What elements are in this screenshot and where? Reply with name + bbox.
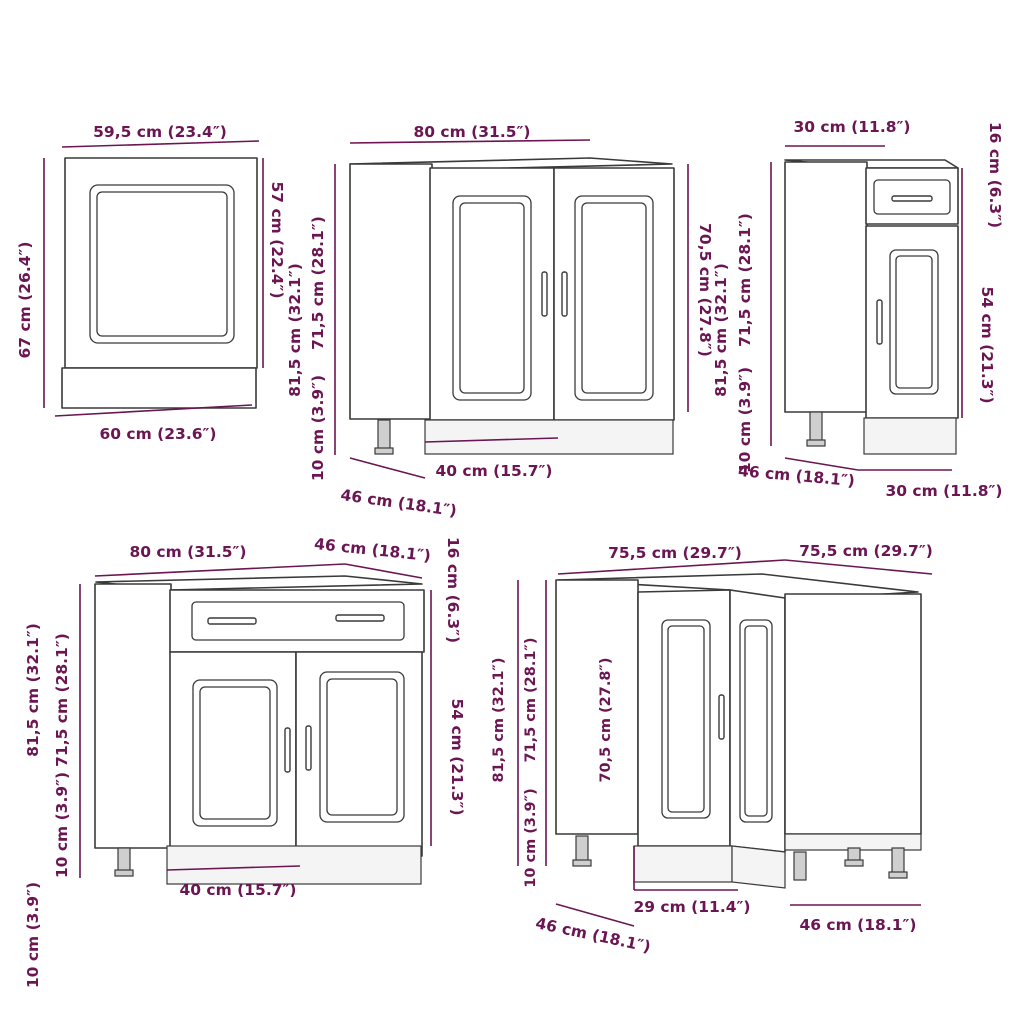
sink-cabinet: 80 cm (31.5″) 81,5 cm (32.1″) 71,5 cm (2…	[286, 123, 714, 520]
narrow-height-body-label: 71,5 cm (28.1″)	[736, 213, 754, 347]
oven-width-bottom-label: 60 cm (23.6″)	[99, 425, 216, 443]
drawer-base-height-drawer-label: 16 cm (6.3″)	[444, 537, 462, 643]
sink-cabinet-drawing	[349, 157, 675, 455]
corner-depth-right-label: 46 cm (18.1″)	[799, 916, 916, 934]
oven-dimension-lines	[43, 140, 264, 417]
oven-cabinet-drawing	[61, 157, 258, 409]
narrow-height-legs-label: 10 cm (3.9″)	[736, 367, 754, 473]
corner-height-body-label: 71,5 cm (28.1″)	[523, 637, 539, 762]
corner-cabinet: 75,5 cm (29.7″) 75,5 cm (29.7″) 81,5 cm …	[491, 542, 933, 956]
sink-width-label: 80 cm (31.5″)	[413, 123, 530, 141]
drawer-base-drawing	[94, 575, 425, 885]
drawer-base-door-width-label: 40 cm (15.7″)	[179, 881, 296, 899]
drawer-base-height-legs-label: 10 cm (3.9″)	[53, 772, 71, 878]
narrow-cabinet-drawing	[784, 159, 959, 455]
narrow-width-top-label: 30 cm (11.8″)	[793, 118, 910, 136]
corner-depth-left-label: 46 cm (18.1″)	[534, 914, 652, 956]
corner-height-legs-label: 10 cm (3.9″)	[523, 788, 539, 887]
drawer-base-depth-label: 46 cm (18.1″)	[313, 535, 431, 565]
corner-dimension-lines	[517, 559, 933, 927]
sink-depth-label: 46 cm (18.1″)	[339, 486, 457, 520]
oven-width-top-label: 59,5 cm (23.4″)	[93, 123, 227, 141]
sink-height-body-label: 71,5 cm (28.1″)	[309, 216, 327, 350]
corner-height-total-label: 81,5 cm (32.1″)	[491, 657, 507, 782]
drawer-base-height-door-label: 54 cm (21.3″)	[448, 698, 466, 815]
narrow-width-bottom-label: 30 cm (11.8″)	[885, 482, 1002, 500]
drawer-base-cabinet: 80 cm (31.5″) 46 cm (18.1″) 81,5 cm (32.…	[24, 535, 466, 988]
narrow-height-drawer-label: 16 cm (6.3″)	[986, 122, 1004, 228]
oven-height-total-label: 67 cm (26.4″)	[16, 241, 34, 358]
corner-width-right-label: 75,5 cm (29.7″)	[799, 542, 933, 560]
narrow-height-door-label: 54 cm (21.3″)	[978, 286, 996, 403]
sink-door-width-label: 40 cm (15.7″)	[435, 462, 552, 480]
corner-door-width-label: 29 cm (11.4″)	[633, 898, 750, 916]
drawer-base-dimension-lines	[79, 563, 432, 878]
drawer-base-height-body-label: 71,5 cm (28.1″)	[53, 633, 71, 767]
sink-height-legs-label: 10 cm (3.9″)	[309, 375, 327, 481]
sink-height-total-label: 81,5 cm (32.1″)	[286, 263, 304, 397]
narrow-dimension-lines	[770, 145, 963, 471]
narrow-height-total-label: 81,5 cm (32.1″)	[712, 263, 730, 397]
drawer-base-width-label: 80 cm (31.5″)	[129, 543, 246, 561]
oven-height-door-label: 57 cm (22.4″)	[268, 181, 286, 298]
corner-cabinet-drawing	[555, 573, 922, 889]
sink-height-door-label: 70,5 cm (27.8″)	[696, 223, 714, 357]
oven-cabinet: 59,5 cm (23.4″) 67 cm (26.4″) 57 cm (22.…	[16, 123, 286, 443]
corner-height-door-label: 70,5 cm (27.8″)	[598, 657, 614, 782]
narrow-cabinet: 30 cm (11.8″) 81,5 cm (32.1″) 71,5 cm (2…	[712, 118, 1004, 500]
sink-dimension-lines	[334, 139, 689, 479]
drawer-base-height-total-label: 81,5 cm (32.1″)	[24, 623, 42, 757]
drawer-base-height-legs-lower-label: 10 cm (3.9″)	[24, 882, 42, 988]
corner-width-left-label: 75,5 cm (29.7″)	[608, 544, 742, 562]
